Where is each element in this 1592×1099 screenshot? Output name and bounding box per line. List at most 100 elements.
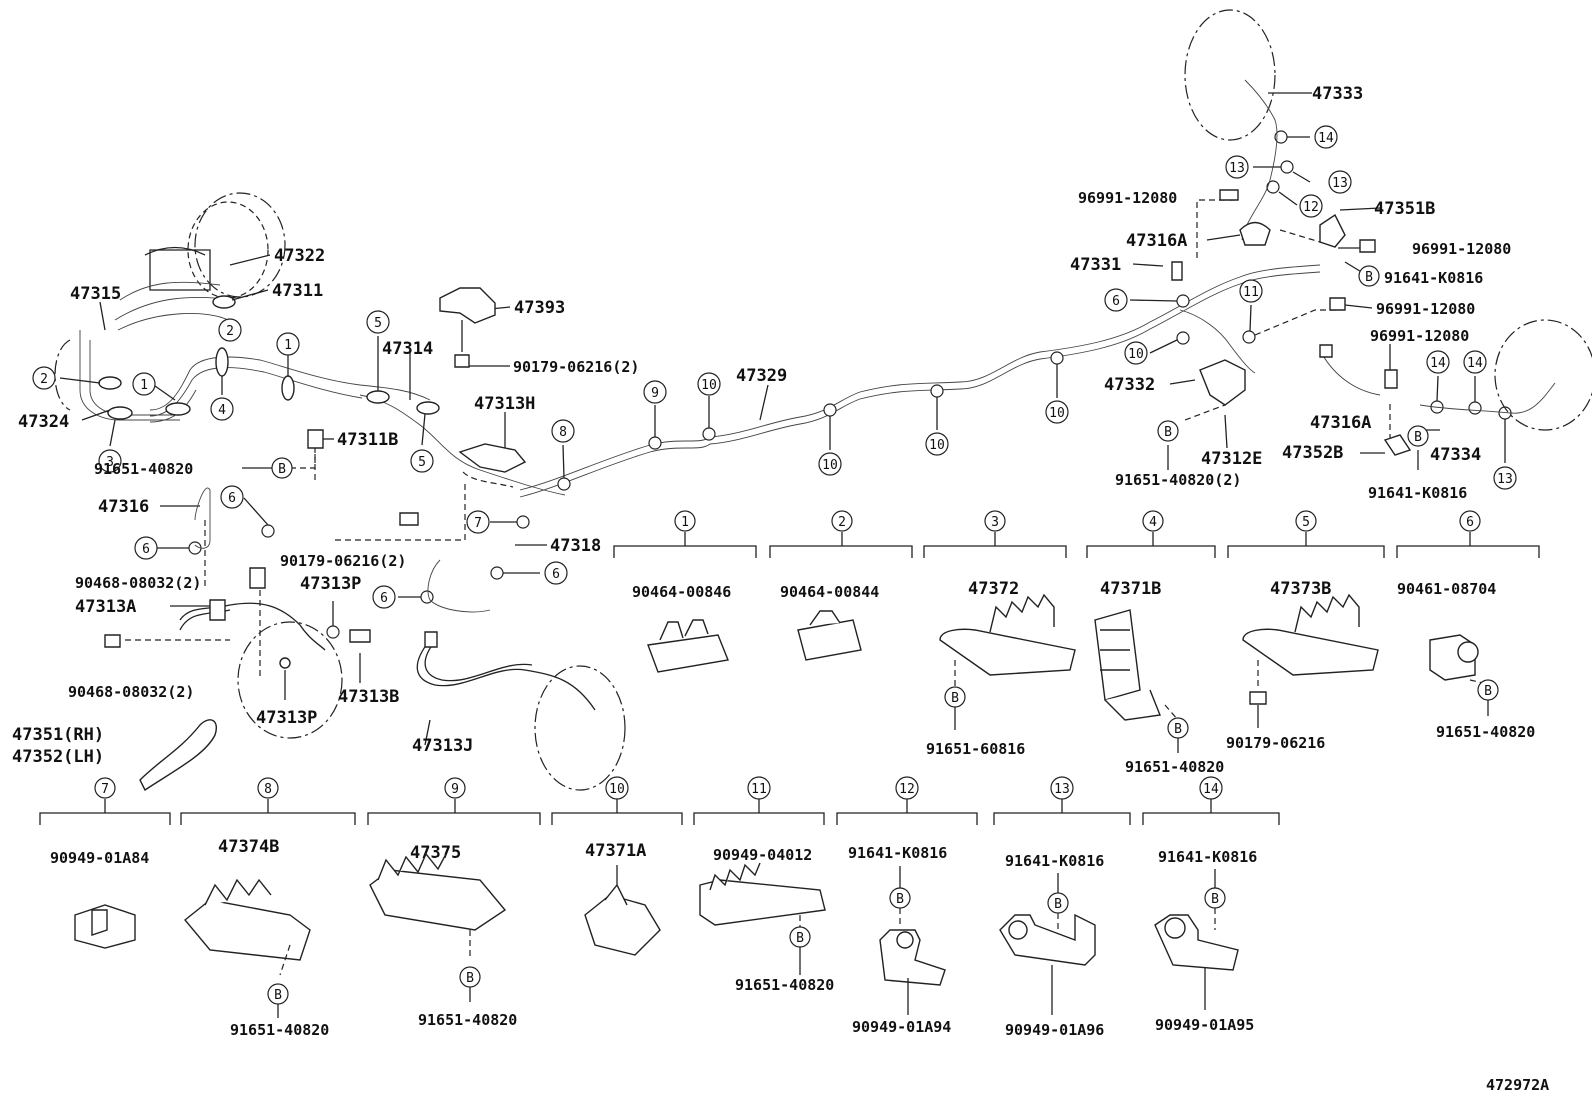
callout-b-c: B <box>1164 425 1172 440</box>
label-91651-40820-2: 91651-40820(2) <box>1115 471 1241 489</box>
detail-5-part-a: 47373B <box>1270 579 1331 599</box>
detail-2-part: 90464-00844 <box>780 583 879 601</box>
left-brake-tubes <box>149 356 566 496</box>
label-96991-12080-d: 96991-12080 <box>1370 327 1469 345</box>
detail-6-part-b: 91651-40820 <box>1436 723 1535 741</box>
callout-13-c: 13 <box>1497 472 1513 487</box>
label-90468-08032-2-a: 90468-08032(2) <box>75 574 201 592</box>
callout-13-b: 13 <box>1332 176 1348 191</box>
callout-11: 11 <box>1243 285 1259 300</box>
detail-6-num: 6 <box>1466 515 1474 530</box>
label-47315: 47315 <box>70 284 121 304</box>
label-47352B: 47352B <box>1282 443 1343 463</box>
label-90179-06216-2-a: 90179-06216(2) <box>513 358 639 376</box>
callout-2-b: 2 <box>40 372 48 387</box>
label-47311B: 47311B <box>337 430 398 450</box>
callout-10-d: 10 <box>1049 406 1065 421</box>
label-90179-06216-2-b: 90179-06216(2) <box>280 552 406 570</box>
detail-6-b: B <box>1484 684 1492 699</box>
detail-7-num: 7 <box>101 782 109 797</box>
main-brake-line-47329 <box>519 264 1321 498</box>
detail-5-num: 5 <box>1302 515 1310 530</box>
callout-14-c: 14 <box>1467 356 1483 371</box>
label-47393: 47393 <box>514 298 565 318</box>
label-47351-rh: 47351(RH) <box>12 725 104 745</box>
callout-13-a: 13 <box>1229 161 1245 176</box>
label-47331: 47331 <box>1070 255 1121 275</box>
callout-5-b: 5 <box>418 455 426 470</box>
label-47316A-a: 47316A <box>1126 231 1187 251</box>
callout-b-b: B <box>1365 270 1373 285</box>
detail-row-bottom: 7 8 9 10 11 12 13 14 90949-01A84 47374B … <box>39 776 1280 1039</box>
callout-9: 9 <box>651 386 659 401</box>
detail-4-part-b: 91651-40820 <box>1125 758 1224 776</box>
detail-9-part-b: 91651-40820 <box>418 1011 517 1029</box>
label-47313J: 47313J <box>412 736 473 756</box>
component-shapes <box>104 9 1592 792</box>
label-47313H: 47313H <box>474 394 535 414</box>
label-47333: 47333 <box>1312 84 1363 104</box>
detail-13-b: B <box>1054 897 1062 912</box>
label-47322: 47322 <box>274 246 325 266</box>
label-47313B: 47313B <box>338 687 399 707</box>
label-47316: 47316 <box>98 497 149 517</box>
detail-14-b: B <box>1211 892 1219 907</box>
detail-11-num: 11 <box>751 782 767 797</box>
detail-7-part: 90949-01A84 <box>50 849 149 867</box>
label-47313A: 47313A <box>75 597 136 617</box>
detail-11-b: B <box>796 931 804 946</box>
label-96991-12080-a: 96991-12080 <box>1078 189 1177 207</box>
callout-10-a: 10 <box>701 378 717 393</box>
label-96991-12080-b: 96991-12080 <box>1412 240 1511 258</box>
callout-14-a: 14 <box>1318 131 1334 146</box>
callout-12: 12 <box>1303 200 1319 215</box>
detail-12-b: B <box>896 892 904 907</box>
detail-12-part-a: 91641-K0816 <box>848 844 947 862</box>
detail-11-part-a: 90949-04012 <box>713 846 812 864</box>
callout-6-b: 6 <box>142 542 150 557</box>
detail-9-b: B <box>466 971 474 986</box>
main-part-labels: 47322 47311 47315 47324 47393 90179-0621… <box>12 84 1511 767</box>
label-91651-40820-a: 91651-40820 <box>94 460 193 478</box>
label-47313P-b: 47313P <box>256 708 317 728</box>
label-47352-lh: 47352(LH) <box>12 747 104 767</box>
brake-booster-assembly <box>54 192 286 421</box>
callout-4: 4 <box>218 403 226 418</box>
detail-8-part-a: 47374B <box>218 837 279 857</box>
detail-2-num: 2 <box>838 515 846 530</box>
callout-2-a: 2 <box>226 324 234 339</box>
callout-3: 3 <box>106 455 114 470</box>
callout-10-e: 10 <box>1128 347 1144 362</box>
detail-4-num: 4 <box>1149 515 1157 530</box>
detail-3-part-a: 47372 <box>968 579 1019 599</box>
label-91641-K0816-b: 91641-K0816 <box>1368 484 1467 502</box>
detail-14-part-b: 90949-01A95 <box>1155 1016 1254 1034</box>
detail-5-part-b: 90179-06216 <box>1226 734 1325 752</box>
detail-4-b: B <box>1174 722 1182 737</box>
detail-9-num: 9 <box>451 782 459 797</box>
detail-3-part-b: 91651-60816 <box>926 740 1025 758</box>
callout-10-b: 10 <box>822 458 838 473</box>
detail-3-num: 3 <box>991 515 999 530</box>
detail-14-num: 14 <box>1203 782 1219 797</box>
detail-1-num: 1 <box>681 515 689 530</box>
detail-10-num: 10 <box>609 782 625 797</box>
label-47324: 47324 <box>18 412 69 432</box>
detail-row-top: 1 2 3 4 5 6 90464-00846 90464-00844 4737… <box>613 510 1540 776</box>
callout-14-b: 14 <box>1430 356 1446 371</box>
label-47318: 47318 <box>550 536 601 556</box>
detail-12-num: 12 <box>899 782 915 797</box>
detail-9-part-a: 47375 <box>410 843 461 863</box>
callout-6-c: 6 <box>552 567 560 582</box>
detail-8-part-b: 91651-40820 <box>230 1021 329 1039</box>
callout-b-a: B <box>278 462 286 477</box>
callout-6-e: 6 <box>1112 294 1120 309</box>
label-47334: 47334 <box>1430 445 1481 465</box>
label-90468-08032-2-b: 90468-08032(2) <box>68 683 194 701</box>
label-47351B: 47351B <box>1374 199 1435 219</box>
label-91641-K0816-a: 91641-K0816 <box>1384 269 1483 287</box>
label-47311: 47311 <box>272 281 323 301</box>
detail-13-num: 13 <box>1054 782 1070 797</box>
detail-4-part-a: 47371B <box>1100 579 1161 599</box>
